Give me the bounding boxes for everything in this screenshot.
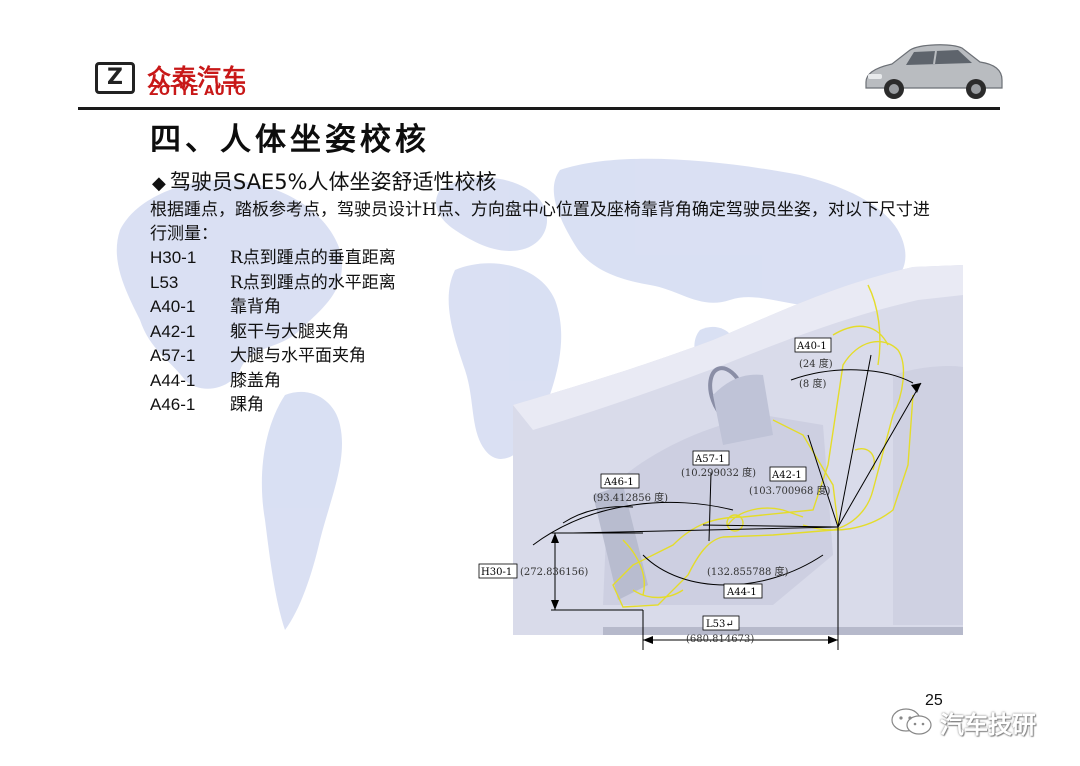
a46-code-label: A46-1 [603, 477, 634, 488]
param-code: L53 [150, 272, 179, 292]
intro-paragraph: 根据踵点，踏板参考点，驾驶员设计H点、方向盘中心位置及座椅靠背角确定驾驶员坐姿，… [150, 200, 930, 244]
param-description: 躯干与大腿夹角 [230, 321, 349, 342]
watermark-text: 汽车技研 [940, 711, 1036, 739]
param-code: A42-1 [150, 321, 196, 341]
param-description: R点到踵点的垂直距离 [230, 248, 396, 268]
param-description: 靠背角 [230, 297, 281, 317]
measurement-lines [532, 354, 922, 650]
diamond-bullet-icon: ◆ [152, 173, 166, 194]
l53-code-label: L53↵ [706, 619, 734, 630]
a40-code-label: A40-1 [796, 341, 827, 352]
a46-value-label: (93.412856 度) [593, 491, 668, 504]
list-item: A42-1 躯干与大腿夹角 [150, 320, 396, 345]
a44-code-label: A44-1 [726, 587, 757, 598]
param-description: 踝角 [230, 395, 264, 415]
page-number: 25 [925, 692, 943, 709]
header-divider [78, 107, 1000, 110]
a44-value-label: (132.855788 度) [707, 565, 789, 578]
a40-secondary-value-label: (8 度) [799, 377, 826, 390]
param-code: H30-1 [150, 248, 197, 267]
logo-english-name: ZOTYE AUTO [149, 84, 247, 99]
a42-code-label: A42-1 [771, 470, 802, 481]
posture-diagram: A40-1 (24 度) (8 度) A57-1 (10.299032 度) A… [478, 265, 963, 650]
logo-mark-icon: Z [95, 62, 135, 94]
wechat-icon [891, 708, 932, 735]
a42-value-label: (103.700968 度) [749, 484, 831, 497]
logo-chinese-name: 众泰汽车 [147, 64, 247, 92]
mannequin-outline [612, 284, 914, 608]
list-item: A44-1 膝盖角 [150, 369, 396, 394]
list-item: A46-1 踝角 [150, 393, 396, 418]
list-item: H30-1 R点到踵点的垂直距离 [150, 246, 396, 271]
param-code: A44-1 [150, 370, 196, 390]
a40-value-label: (24 度) [799, 357, 833, 370]
param-code: A57-1 [150, 346, 196, 365]
slide-title: 四、人体坐姿校核 [150, 122, 430, 158]
param-description: R点到踵点的水平距离 [230, 272, 396, 293]
param-code: A46-1 [150, 395, 196, 414]
h30-code-label: H30-1 [481, 567, 512, 578]
list-item: A40-1 靠背角 [150, 295, 396, 320]
brand-logo: Z 众泰汽车 ZOTYE AUTO [95, 58, 285, 100]
param-description: 大腿与水平面夹角 [230, 346, 366, 366]
param-description: 膝盖角 [230, 370, 281, 391]
subtitle-text: 驾驶员SAE5%人体坐姿舒适性校核 [169, 170, 497, 194]
h30-value-label: (272.836156) [520, 567, 588, 578]
list-item: L53 R点到踵点的水平距离 [150, 271, 396, 296]
param-code: A40-1 [150, 297, 196, 316]
parameter-list: H30-1 R点到踵点的垂直距离 L53 R点到踵点的水平距离 A40-1 靠背角 A… [150, 246, 396, 418]
a57-value-label: (10.299032 度) [681, 466, 756, 479]
a57-code-label: A57-1 [694, 454, 725, 465]
section-subtitle: ◆驾驶员SAE5%人体坐姿舒适性校核 [152, 166, 497, 196]
list-item: A57-1 大腿与水平面夹角 [150, 344, 396, 369]
car-image [865, 44, 1003, 99]
l53-value-label: (680.814673) [686, 634, 754, 645]
dimension-arrows [551, 383, 921, 644]
